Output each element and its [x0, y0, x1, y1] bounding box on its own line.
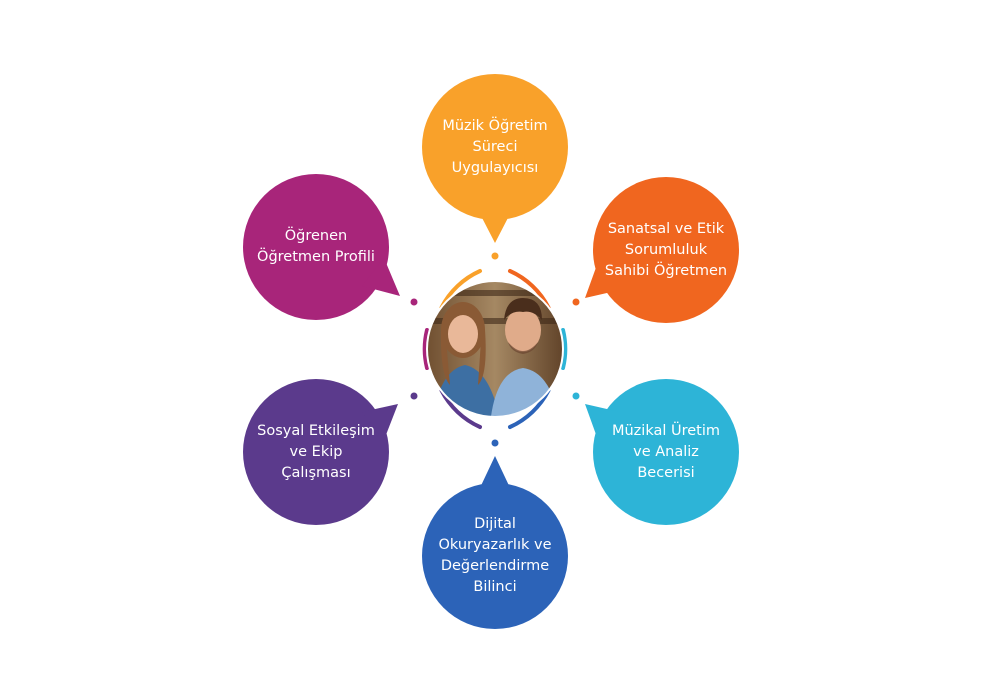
label-sanatsal-etik: Sanatsal ve Etik Sorumluluk Sahibi Öğret…: [604, 220, 728, 279]
bubble-top-shape: [422, 74, 568, 243]
bubble-bottom-shape: [422, 456, 568, 629]
label-sosyal-etkilesim: Sosyal Etkileşim ve Ekip Çalışması: [257, 422, 375, 481]
ring-arc-magenta: [422, 328, 429, 370]
dot-bottom: [491, 439, 499, 447]
dot-bottom-right: [572, 392, 580, 400]
bubble-label-bottom-left: Sosyal Etkileşim ve Ekip Çalışması: [243, 379, 389, 525]
bubble-label-top-left: Öğrenen Öğretmen Profili: [243, 174, 389, 320]
dot-top-left: [410, 298, 418, 306]
dot-top-right: [572, 298, 580, 306]
bubble-label-top-right: Sanatsal ve Etik Sorumluluk Sahibi Öğret…: [593, 177, 739, 323]
bubble-bottom-left-shape: [243, 379, 398, 525]
bubble-top-left-shape: [243, 174, 400, 320]
label-muzik-ogretim: Müzik Öğretim Süreci Uygulayıcısı: [442, 117, 548, 176]
label-ogrenen-ogretmen: Öğrenen Öğretmen Profili: [257, 228, 375, 265]
label-dijital-okuryazarlik: Dijital Okuryazarlık ve Değerlendirme Bi…: [438, 516, 552, 595]
dot-top: [491, 252, 499, 260]
bubble-label-bottom: Dijital Okuryazarlık ve Değerlendirme Bi…: [422, 483, 568, 629]
ring-arc-cyan: [561, 328, 568, 370]
bubble-top-right-shape: [585, 177, 739, 323]
bubble-label-bottom-right: Müzikal Üretim ve Analiz Becerisi: [593, 379, 739, 525]
label-muzikal-uretim: Müzikal Üretim ve Analiz Becerisi: [611, 422, 721, 481]
bubble-label-top: Müzik Öğretim Süreci Uygulayıcısı: [422, 74, 568, 220]
center-photo: [427, 281, 563, 417]
photo-frame: [426, 280, 564, 418]
dot-bottom-left: [410, 392, 418, 400]
bubble-bottom-right-shape: [585, 379, 739, 525]
connector-dots: [410, 252, 580, 447]
